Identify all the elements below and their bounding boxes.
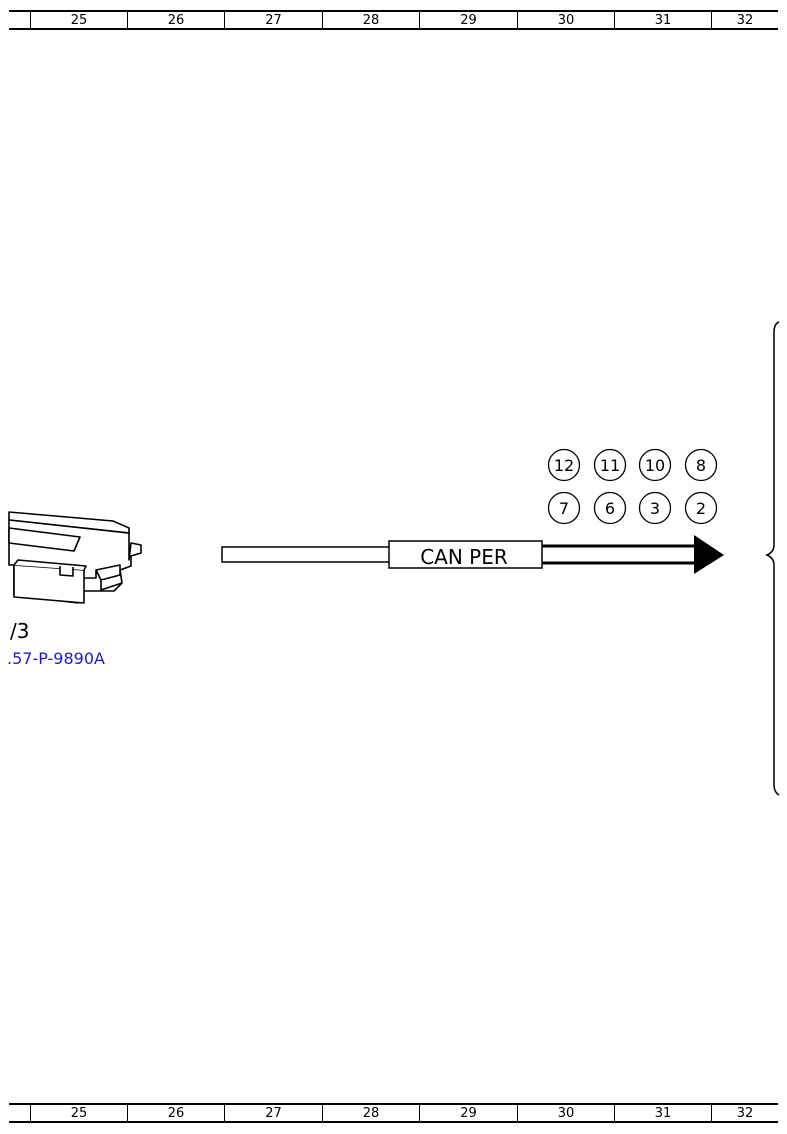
module-part-code[interactable]: .57-P-9890A xyxy=(7,649,105,668)
pin-number: 12 xyxy=(554,456,574,475)
ruler-cell-27: 27 xyxy=(224,1105,322,1121)
ruler-cell-27: 27 xyxy=(224,12,322,28)
pin-circle[interactable] xyxy=(638,448,672,482)
ruler-cell-29: 29 xyxy=(419,12,517,28)
pin-circle[interactable] xyxy=(638,491,672,525)
ruler-cell-28: 28 xyxy=(322,1105,419,1121)
pin-circle[interactable] xyxy=(684,448,718,482)
ruler-cell-30: 30 xyxy=(517,1105,614,1121)
ruler-cell-31: 31 xyxy=(614,1105,711,1121)
arrow-right-icon xyxy=(694,535,724,574)
ruler-cell-26: 26 xyxy=(127,1105,224,1121)
pin-number: 8 xyxy=(696,456,706,475)
bottom-column-ruler: 25 26 27 28 29 30 31 32 xyxy=(9,1103,778,1123)
bus-label-box xyxy=(388,540,543,569)
pin-circle[interactable] xyxy=(547,448,581,482)
pin-number: 3 xyxy=(650,499,660,518)
ruler-cell-32: 32 xyxy=(711,1105,778,1121)
pin-number: 6 xyxy=(605,499,615,518)
ruler-cell-26: 26 xyxy=(127,12,224,28)
module-label: /3 xyxy=(10,619,29,643)
ruler-cell-25: 25 xyxy=(30,1105,127,1121)
ruler-cell-25: 25 xyxy=(30,12,127,28)
pin-number: 11 xyxy=(600,456,620,475)
ruler-cell-30: 30 xyxy=(517,12,614,28)
ruler-cell-28: 28 xyxy=(322,12,419,28)
ruler-cell-32: 32 xyxy=(711,12,778,28)
control-module-icon[interactable] xyxy=(8,511,142,604)
can-bus-wire[interactable] xyxy=(221,535,724,574)
top-column-ruler: 25 26 27 28 29 30 31 32 xyxy=(9,10,778,30)
ruler-cell-29: 29 xyxy=(419,1105,517,1121)
pin-circle[interactable] xyxy=(684,491,718,525)
pin-circle[interactable] xyxy=(593,448,627,482)
pin-number: 2 xyxy=(696,499,706,518)
pin-number: 7 xyxy=(559,499,569,518)
right-brace-icon xyxy=(765,321,780,796)
pin-circle[interactable] xyxy=(547,491,581,525)
bus-label: CAN PER xyxy=(420,545,508,569)
pin-group: 12 11 10 8 7 6 3 2 xyxy=(547,448,718,525)
ruler-cell-31: 31 xyxy=(614,12,711,28)
pin-number: 10 xyxy=(645,456,665,475)
pin-circle[interactable] xyxy=(593,491,627,525)
